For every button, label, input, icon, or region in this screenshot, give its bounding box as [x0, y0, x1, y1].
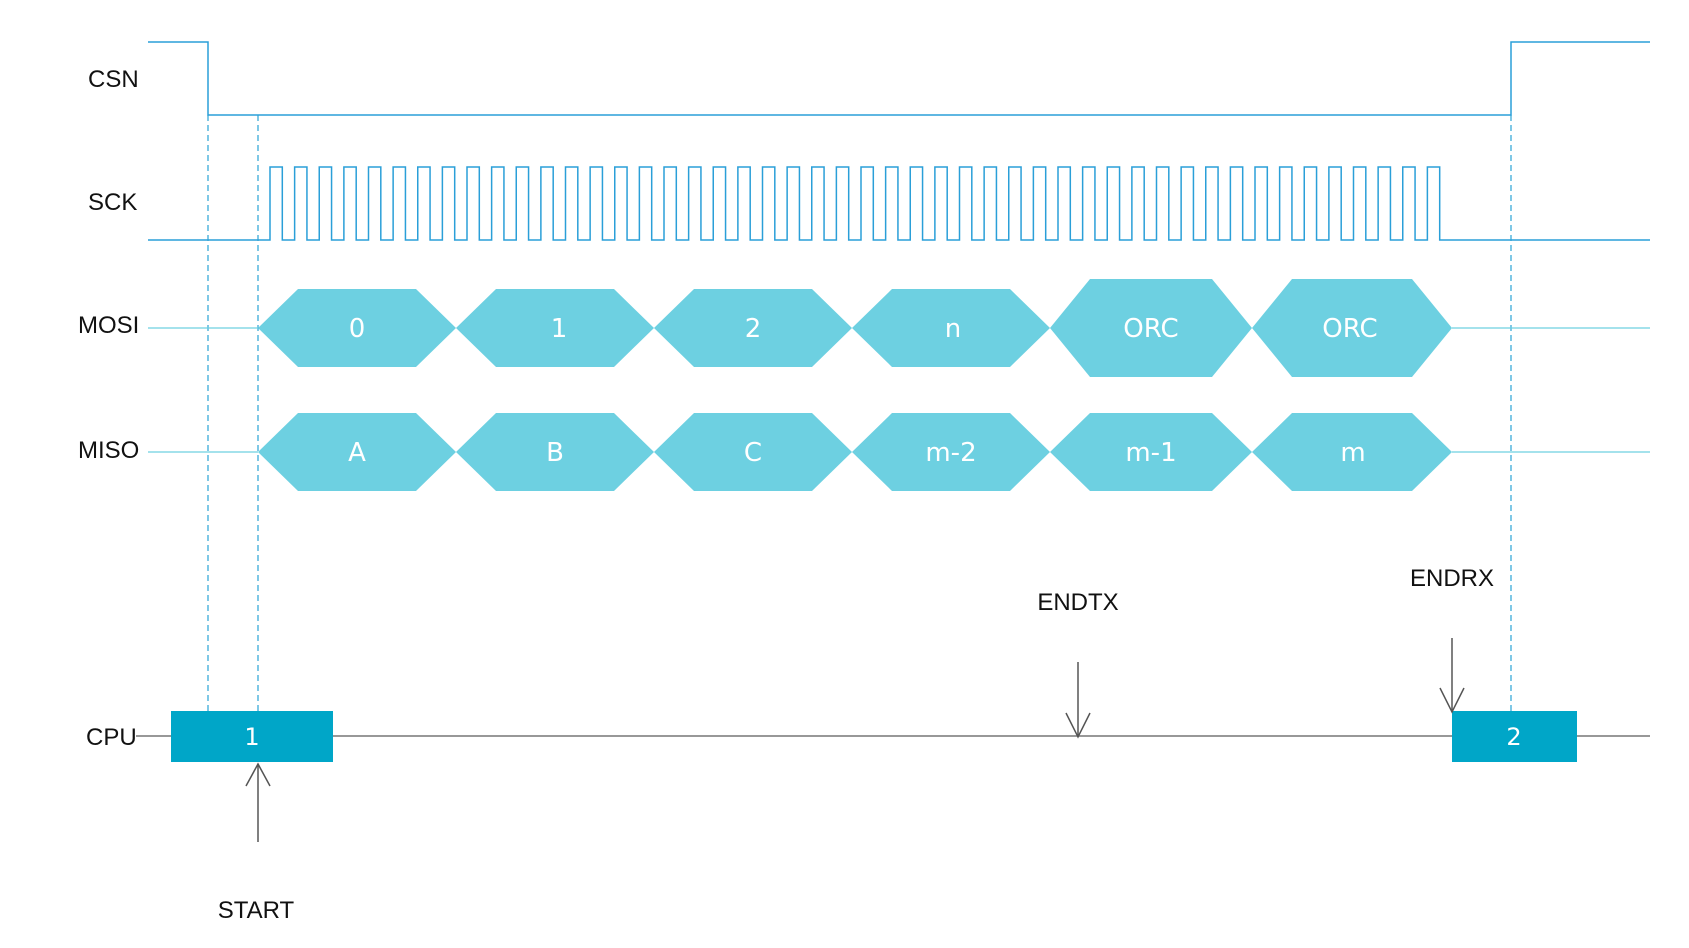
miso-cell	[1050, 413, 1252, 491]
mosi-cell	[654, 289, 852, 367]
mosi-cell	[852, 289, 1050, 367]
miso-data-cells: A B C m-2 m-1 m	[258, 413, 1452, 491]
sck-label: SCK	[88, 189, 137, 216]
start-arrow-icon	[245, 762, 271, 842]
mosi-cell-label: 1	[551, 314, 568, 344]
miso-cell-label: m-2	[925, 438, 976, 468]
cpu-block-2	[1452, 711, 1577, 762]
mosi-cell-label: ORC	[1322, 314, 1377, 344]
miso-cell	[1252, 413, 1452, 491]
endtx-arrow-icon	[1065, 662, 1091, 739]
endrx-event-label: ENDRX	[1410, 565, 1494, 592]
start-event-label: START	[218, 897, 295, 924]
miso-cell-label: C	[744, 438, 762, 468]
mosi-cell-label: 0	[349, 314, 366, 344]
mosi-cell	[1252, 279, 1452, 377]
miso-cell-label: A	[348, 438, 366, 468]
miso-cell	[258, 413, 456, 491]
miso-cell-label: m	[1340, 438, 1365, 468]
miso-cell	[654, 413, 852, 491]
miso-label: MISO	[78, 437, 139, 464]
mosi-label: MOSI	[78, 312, 139, 339]
mosi-cell	[1050, 279, 1252, 377]
mosi-cell-label: n	[945, 314, 961, 344]
mosi-cell	[258, 289, 456, 367]
cpu-block-1	[171, 711, 333, 762]
miso-cell	[456, 413, 654, 491]
miso-cell-label: m-1	[1125, 438, 1176, 468]
cpu-label: CPU	[86, 724, 137, 751]
mosi-data-cells: 0 1 2 n ORC ORC	[258, 279, 1452, 377]
cpu-block-2-label: 2	[1506, 723, 1521, 751]
csn-label: CSN	[88, 66, 139, 93]
mosi-cell-label: 2	[745, 314, 762, 344]
endrx-arrow-icon	[1439, 638, 1465, 714]
sck-waveform	[148, 166, 1650, 241]
cpu-block-1-label: 1	[244, 723, 259, 751]
mosi-cell-label: ORC	[1123, 314, 1178, 344]
miso-cell-label: B	[546, 438, 564, 468]
endtx-event-label: ENDTX	[1037, 589, 1118, 616]
mosi-cell	[456, 289, 654, 367]
miso-cell	[852, 413, 1050, 491]
csn-waveform	[148, 41, 1650, 116]
